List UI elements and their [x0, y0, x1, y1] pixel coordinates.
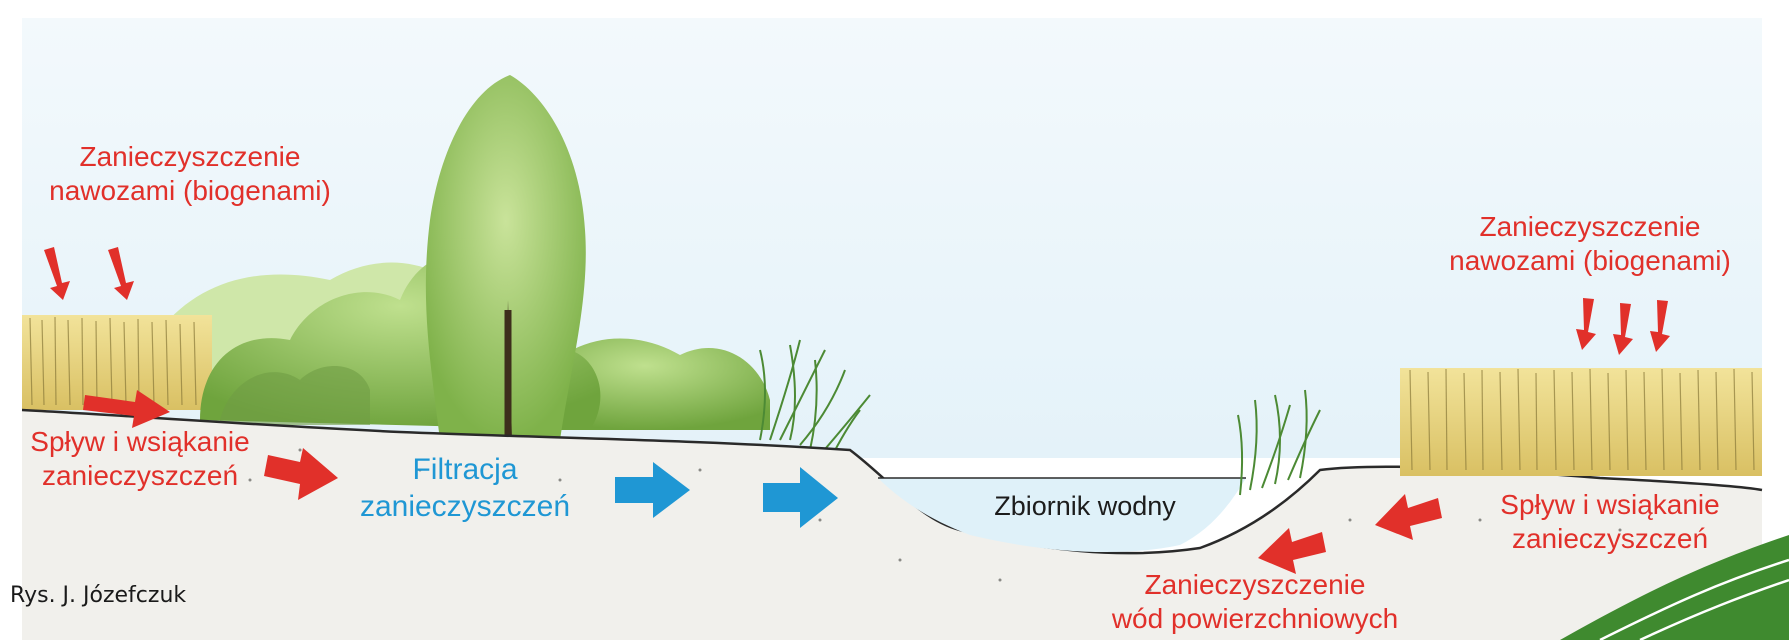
label-line: Spływ i wsiąkanie [10, 425, 270, 459]
fertilizer-pollution-right-label: Zanieczyszczenie nawozami (biogenami) [1425, 210, 1755, 278]
label-line: Filtracja [330, 452, 600, 489]
label-line: Zanieczyszczenie [30, 140, 350, 174]
illustration-credit: Rys. J. Józefczuk [10, 583, 186, 610]
reservoir-label: Zbiornik wodny [955, 490, 1215, 523]
runoff-right-label: Spływ i wsiąkanie zanieczyszczeń [1470, 488, 1750, 556]
filtration-label: Filtracja zanieczyszczeń [330, 452, 600, 525]
runoff-left-label: Spływ i wsiąkanie zanieczyszczeń [10, 425, 270, 493]
label-line: wód powierzchniowych [1095, 602, 1415, 636]
label-line: zanieczyszczeń [330, 489, 600, 526]
label-line: nawozami (biogenami) [30, 174, 350, 208]
label-line: Spływ i wsiąkanie [1470, 488, 1750, 522]
left-wheat-field [22, 315, 212, 410]
label-line: zanieczyszczeń [1470, 522, 1750, 556]
label-line: Zanieczyszczenie [1095, 568, 1415, 602]
label-line: Zbiornik wodny [955, 490, 1215, 523]
label-line: Zanieczyszczenie [1425, 210, 1755, 244]
surface-water-pollution-label: Zanieczyszczenie wód powierzchniowych [1095, 568, 1415, 636]
label-line: nawozami (biogenami) [1425, 244, 1755, 278]
right-wheat-field [1400, 368, 1762, 476]
label-line: zanieczyszczeń [10, 459, 270, 493]
fertilizer-pollution-left-label: Zanieczyszczenie nawozami (biogenami) [30, 140, 350, 208]
